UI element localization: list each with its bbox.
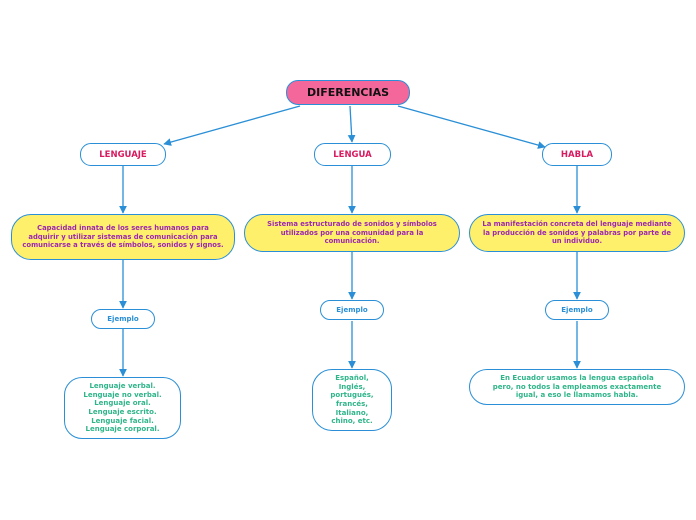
- root-title: DIFERENCIAS: [306, 86, 390, 99]
- list-item: Inglés,: [338, 382, 366, 391]
- example-label-node-habla[interactable]: Ejemplo: [545, 300, 609, 320]
- definition-text: Sistema estructurado de sonidos y símbol…: [267, 220, 437, 246]
- topic-node-habla[interactable]: HABLA: [542, 143, 612, 166]
- topic-node-lenguaje[interactable]: LENGUAJE: [80, 143, 166, 166]
- example-label: Ejemplo: [336, 306, 368, 314]
- list-item: Lenguaje verbal.: [89, 382, 156, 391]
- definition-node-habla[interactable]: La manifestación concreta del lenguaje m…: [469, 214, 685, 252]
- example-label-node-lengua[interactable]: Ejemplo: [320, 300, 384, 320]
- list-item: Lenguaje no verbal.: [83, 390, 162, 399]
- definition-node-lengua[interactable]: Sistema estructurado de sonidos y símbol…: [244, 214, 460, 252]
- topic-label: LENGUA: [333, 149, 372, 160]
- examples-list: Lenguaje verbal. Lenguaje no verbal. Len…: [83, 382, 161, 434]
- list-item: Lenguaje corporal.: [85, 425, 160, 434]
- connector-root-habla: [397, 105, 546, 149]
- examples-node-lengua[interactable]: Español, Inglés, portugués, francés, Ita…: [312, 369, 392, 431]
- list-item: chino, etc.: [331, 417, 373, 426]
- topic-label: HABLA: [560, 149, 594, 160]
- definition-node-lenguaje[interactable]: Capacidad innata de los seres humanos pa…: [11, 214, 235, 260]
- list-item: Lenguaje oral.: [94, 399, 151, 408]
- connector-root-lenguaje: [163, 105, 301, 146]
- list-item: Italiano,: [335, 408, 369, 417]
- list-item: Lenguaje escrito.: [88, 408, 157, 416]
- examples-node-habla[interactable]: En Ecuador usamos la lengua española per…: [469, 369, 685, 405]
- list-item: portugués,: [330, 391, 374, 400]
- topic-label: LENGUAJE: [99, 149, 147, 160]
- examples-node-lenguaje[interactable]: Lenguaje verbal. Lenguaje no verbal. Len…: [64, 377, 181, 439]
- examples-list: Español, Inglés, portugués, francés, Ita…: [330, 374, 373, 426]
- example-label-node-lenguaje[interactable]: Ejemplo: [91, 309, 155, 329]
- example-label: Ejemplo: [107, 315, 139, 323]
- topic-node-lengua[interactable]: LENGUA: [314, 143, 391, 166]
- definition-text: La manifestación concreta del lenguaje m…: [482, 220, 672, 246]
- list-item: Español,: [335, 374, 369, 383]
- root-node-diferencias[interactable]: DIFERENCIAS: [286, 80, 410, 105]
- example-text: En Ecuador usamos la lengua española per…: [492, 374, 662, 400]
- list-item: francés,: [336, 400, 368, 408]
- example-label: Ejemplo: [561, 306, 593, 314]
- definition-text: Capacidad innata de los seres humanos pa…: [22, 224, 224, 250]
- connector-root-lengua: [347, 105, 356, 143]
- list-item: Lenguaje facial.: [91, 416, 154, 425]
